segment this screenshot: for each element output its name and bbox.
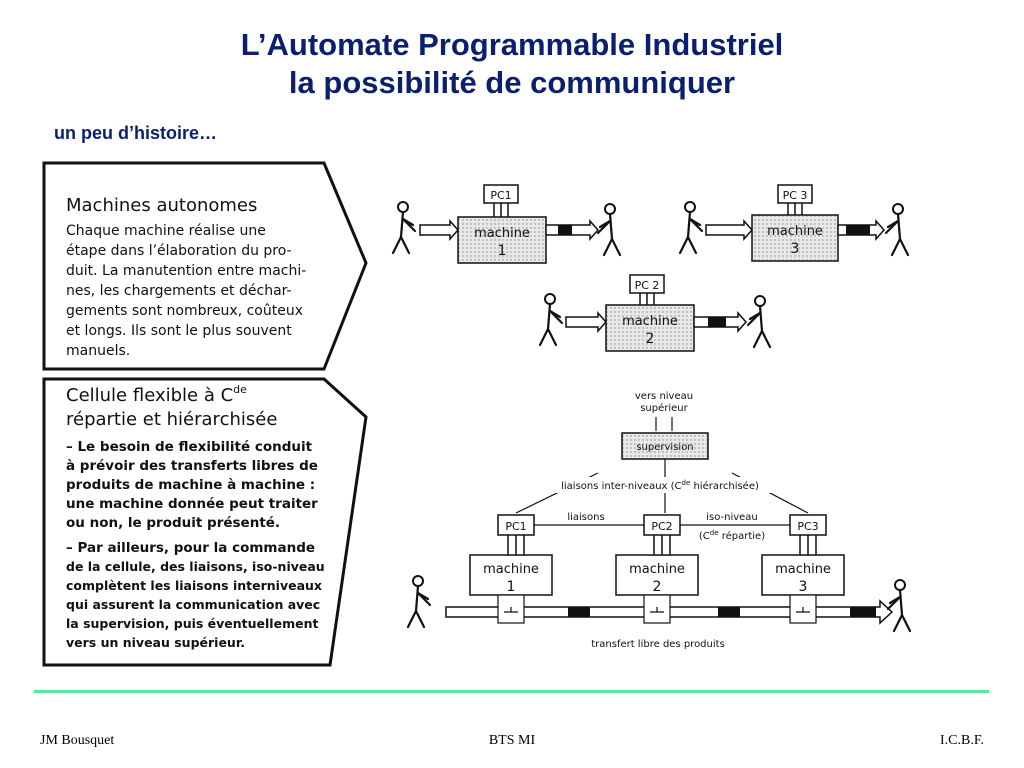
flexible-cell-diagram: vers niveau supérieur supervision liaiso… (406, 391, 912, 650)
box1-line-1: Chaque machine réalise une (66, 223, 266, 239)
bottom-pc1-label: PC1 (505, 520, 526, 533)
top-machine-3 (751, 214, 839, 262)
upper-level-line-2: supérieur (640, 402, 688, 414)
box1-line-6: et longs. Ils sont le plus souvent (66, 323, 292, 339)
bottom-machine-2 (615, 554, 699, 596)
box2-line-3: produits de machine à machine : (66, 477, 315, 493)
autonomous-machines-diagram: PC1 machine 1 PC 3 machine 3 PC 2 machin… (391, 184, 910, 352)
box2-line-6: – Par ailleurs, pour la commande (66, 540, 315, 556)
bottom-pc2-label: PC2 (651, 520, 672, 533)
upper-level-line-1: vers niveau (635, 391, 693, 402)
bottom-machine-3 (761, 554, 845, 596)
top-machine-1-word: machine (474, 226, 530, 241)
top-pc1-label: PC1 (490, 189, 511, 202)
supervision-label: supervision (636, 442, 693, 453)
bottom-machine-2-word: machine (629, 562, 685, 577)
top-machine-1-number: 1 (498, 243, 507, 259)
top-machine-2-word: machine (622, 314, 678, 329)
top-machine-2-number: 2 (646, 331, 655, 347)
footer-author: JM Bousquet (40, 733, 115, 748)
bottom-machine-2-number: 2 (653, 579, 662, 595)
inter-levels-label: liaisons inter-niveaux (Cde hiérarchisée… (561, 479, 759, 492)
top-machine-3-number: 3 (791, 241, 800, 257)
bottom-machine-3-word: machine (775, 562, 831, 577)
transfer-label: transfert libre des produits (591, 639, 725, 650)
box2-line-10: la supervision, puis éventuellement (66, 616, 318, 631)
box1-line-7: manuels. (66, 343, 130, 359)
autonomous-machines-box: Machines autonomes Chaque machine réalis… (42, 161, 368, 371)
top-machine-3-word: machine (767, 224, 823, 239)
box1-line-5: gements sont nombreux, coûteux (66, 303, 303, 319)
box2-heading-line-2: répartie et hiérarchisée (66, 409, 277, 430)
box2-line-2: à prévoir des transferts libres de (66, 458, 318, 474)
footer-divider (34, 690, 989, 693)
box2-line-9: qui assurent la communication avec (66, 597, 320, 612)
slide-title: L’Automate Programmable Industriel la po… (0, 26, 1024, 102)
bottom-machine-1-number: 1 (507, 579, 516, 595)
bottom-machine-3-number: 3 (799, 579, 808, 595)
box1-line-2: étape dans l’élaboration du pro- (66, 243, 292, 259)
footer-course: BTS MI (488, 733, 536, 748)
history-figure: Machines autonomes Chaque machine réalis… (42, 161, 912, 667)
top-machine-2 (605, 304, 695, 352)
flexible-cell-box: Cellule flexible à Cde répartie et hiéra… (42, 377, 368, 667)
title-line-1: L’Automate Programmable Industriel (240, 27, 784, 62)
box2-line-4: une machine donnée peut traiter (66, 496, 318, 512)
box2-line-11: vers un niveau supérieur. (66, 635, 245, 650)
links-label: liaisons (567, 512, 604, 523)
box1-heading: Machines autonomes (66, 195, 257, 216)
footer-institution: I.C.B.F. (939, 733, 984, 748)
box2-line-5: ou non, le produit présenté. (66, 515, 280, 531)
box1-line-3: duit. La manutention entre machi- (66, 263, 306, 279)
top-machine-1 (457, 216, 547, 264)
iso-level-line-1: iso-niveau (706, 512, 758, 523)
box1-line-4: nes, les chargements et déchar- (66, 283, 292, 299)
iso-level-line-2: (Cde répartie) (699, 529, 765, 542)
top-pc2-label: PC 2 (635, 279, 660, 292)
bottom-machine-1-word: machine (483, 562, 539, 577)
top-pc3-label: PC 3 (783, 189, 808, 202)
bottom-machine-1 (469, 554, 553, 596)
box2-line-7: de la cellule, des liaisons, iso-niveau (66, 559, 325, 574)
bottom-pc3-label: PC3 (797, 520, 818, 533)
box2-line-1: – Le besoin de flexibilité conduit (66, 439, 313, 455)
box2-line-8: complètent les liaisons interniveaux (66, 578, 322, 593)
box2-heading-line-1: Cellule flexible à Cde (66, 383, 247, 406)
slide-subtitle: un peu d’histoire… (54, 123, 218, 143)
title-line-2: la possibilité de communiquer (288, 65, 736, 100)
